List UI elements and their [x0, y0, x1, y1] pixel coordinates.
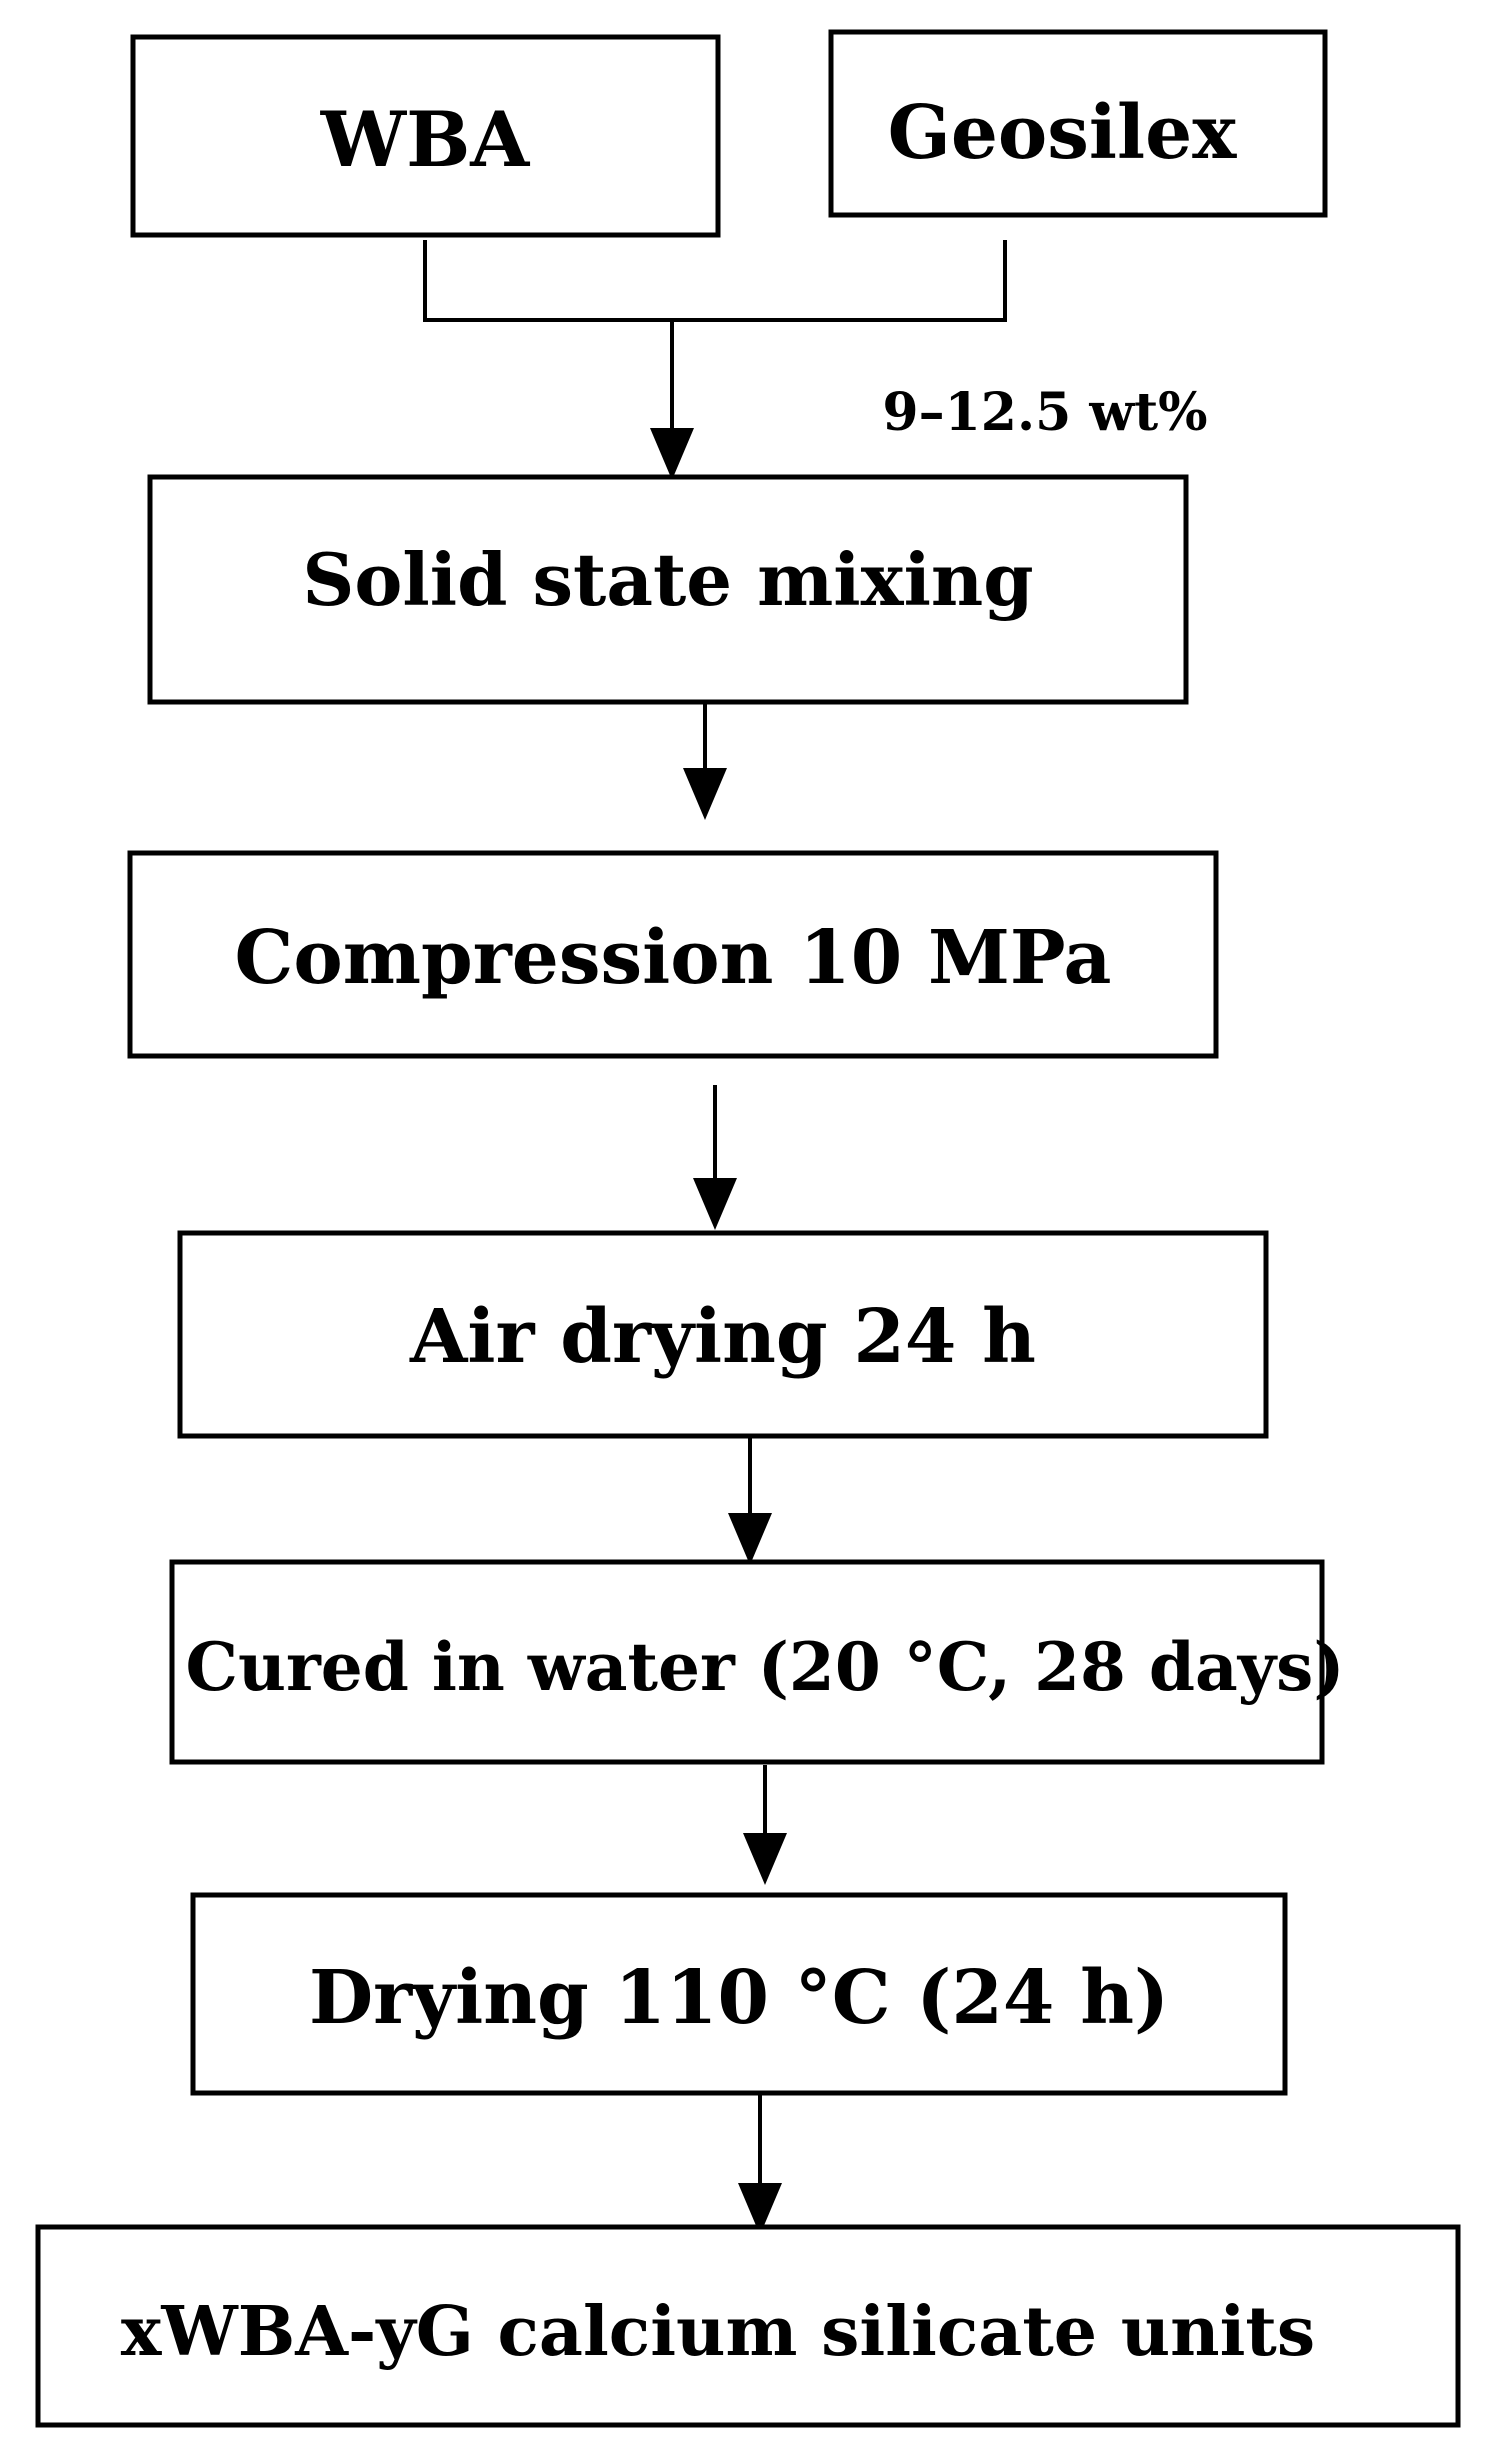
mixing-node-label: Solid state mixing — [302, 537, 1033, 622]
compression-node-label: Compression 10 MPa — [235, 915, 1112, 1001]
arrow-to-product — [738, 2183, 782, 2235]
curing-node-label: Cured in water (20 °C, 28 days) — [185, 1628, 1344, 1706]
arrow-to-mixing — [650, 428, 694, 480]
drying-node: Drying 110 °C (24 h) — [190, 1892, 1288, 2096]
arrow-to-air-drying — [693, 1178, 737, 1230]
air-drying-node: Air drying 24 h — [177, 1230, 1269, 1439]
wba-node-label: WBA — [320, 95, 531, 184]
geosilex-node: Geosilex — [828, 29, 1328, 218]
wba-connector — [423, 240, 1007, 322]
geosilex-ratio-label: 9–12.5 wt% — [882, 382, 1207, 443]
arrow-to-drying — [743, 1833, 787, 1885]
product-node: xWBA-yG calcium silicate units — [35, 2224, 1461, 2428]
drying-node-label: Drying 110 °C (24 h) — [309, 1955, 1169, 2041]
mixing-node: Solid state mixing — [147, 474, 1189, 705]
product-node-label: xWBA-yG calcium silicate units — [121, 2292, 1315, 2372]
wba-node: WBA — [130, 34, 721, 238]
arrow-to-curing — [728, 1513, 772, 1565]
curing-node: Cured in water (20 °C, 28 days) — [169, 1559, 1345, 1765]
geosilex-node-label: Geosilex — [888, 90, 1238, 176]
arrow-to-compression — [683, 768, 727, 820]
compression-node: Compression 10 MPa — [127, 850, 1219, 1059]
air-drying-node-label: Air drying 24 h — [409, 1294, 1036, 1380]
